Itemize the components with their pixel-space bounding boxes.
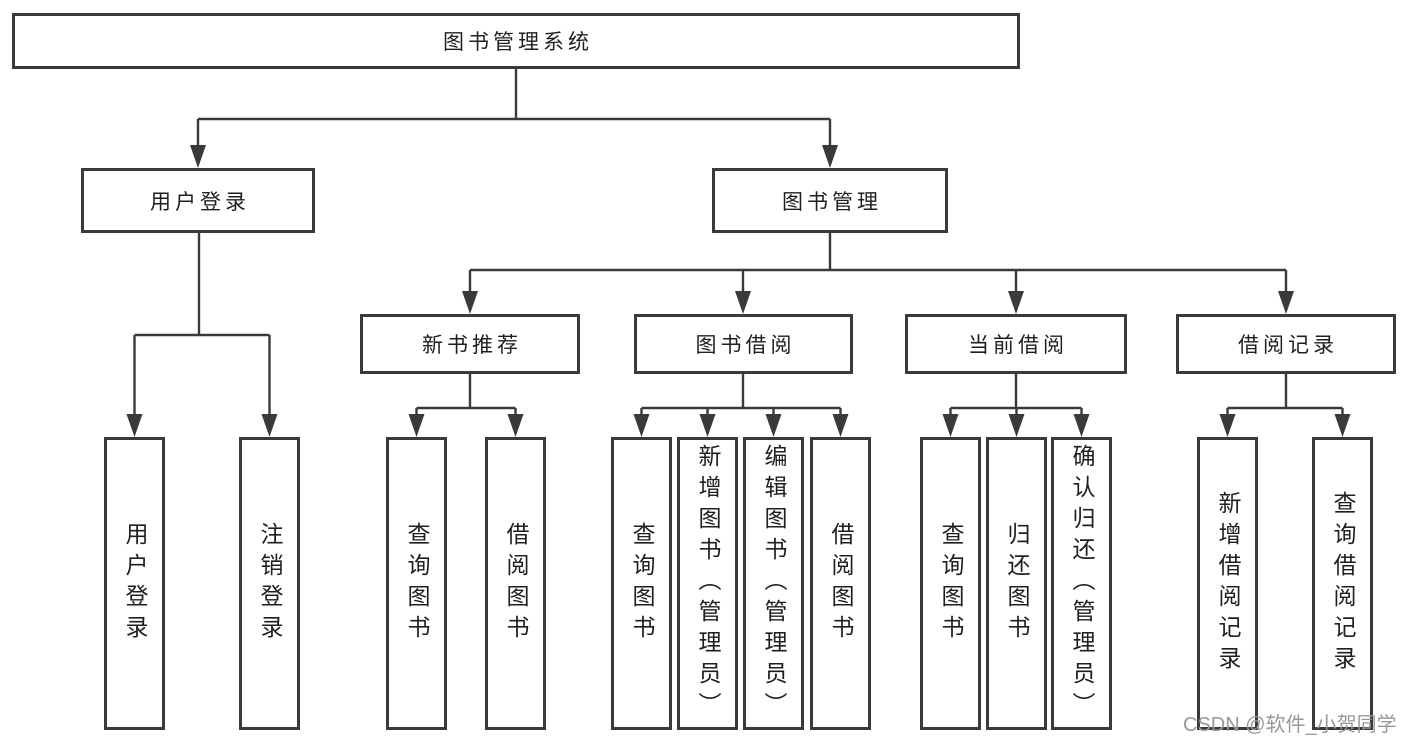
leaf-edit-books-admin: 编辑图书（管理员） <box>743 437 804 730</box>
leaf-query-books-recommend: 查询图书 <box>386 437 447 730</box>
leaf-add-borrow-record: 新增借阅记录 <box>1197 437 1258 730</box>
node-book-borrowing: 图书借阅 <box>634 314 853 374</box>
node-book-management: 图书管理 <box>712 168 948 233</box>
leaf-label: 确认归还（管理员） <box>1069 444 1095 723</box>
leaf-label: 查询图书 <box>938 521 964 646</box>
node-library-system-root: 图书管理系统 <box>12 13 1020 69</box>
node-label: 图书借阅 <box>695 334 796 357</box>
leaf-label: 新增借阅记录 <box>1215 490 1241 677</box>
leaf-label: 编辑图书（管理员） <box>761 444 787 723</box>
leaf-label: 注销登录 <box>257 521 283 646</box>
leaf-label: 借阅图书 <box>828 521 854 646</box>
leaf-label: 用户登录 <box>122 521 148 646</box>
leaf-borrow-books-recommend: 借阅图书 <box>485 437 546 730</box>
leaf-logout: 注销登录 <box>239 437 300 730</box>
csdn-watermark: CSDN @软件_小贺同学 <box>1183 714 1397 736</box>
node-current-borrowing: 当前借阅 <box>905 314 1127 374</box>
leaf-label: 查询图书 <box>629 521 655 646</box>
leaf-return-books: 归还图书 <box>986 437 1047 730</box>
leaf-query-borrow-record: 查询借阅记录 <box>1312 437 1373 730</box>
leaf-label: 借阅图书 <box>503 521 529 646</box>
leaf-user-login: 用户登录 <box>104 437 165 730</box>
node-label: 当前借阅 <box>968 334 1068 357</box>
node-label: 借阅记录 <box>1238 334 1338 357</box>
leaf-label: 新增图书（管理员） <box>695 444 721 723</box>
leaf-query-books-current: 查询图书 <box>920 437 981 730</box>
leaf-query-books-borrow: 查询图书 <box>611 437 672 730</box>
node-new-book-recommend: 新书推荐 <box>360 314 580 374</box>
node-user-login: 用户登录 <box>81 168 315 233</box>
leaf-label: 查询借阅记录 <box>1330 490 1356 677</box>
node-borrowing-records: 借阅记录 <box>1176 314 1396 374</box>
leaf-confirm-return-admin: 确认归还（管理员） <box>1051 437 1112 730</box>
leaf-label: 归还图书 <box>1004 521 1030 646</box>
leaf-add-books-admin: 新增图书（管理员） <box>677 437 738 730</box>
leaf-label: 查询图书 <box>404 521 430 646</box>
node-label: 图书管理系统 <box>443 31 593 54</box>
node-label: 新书推荐 <box>422 334 522 357</box>
leaf-borrow-books: 借阅图书 <box>810 437 871 730</box>
node-label: 用户登录 <box>150 190 250 214</box>
node-label: 图书管理 <box>782 190 882 214</box>
